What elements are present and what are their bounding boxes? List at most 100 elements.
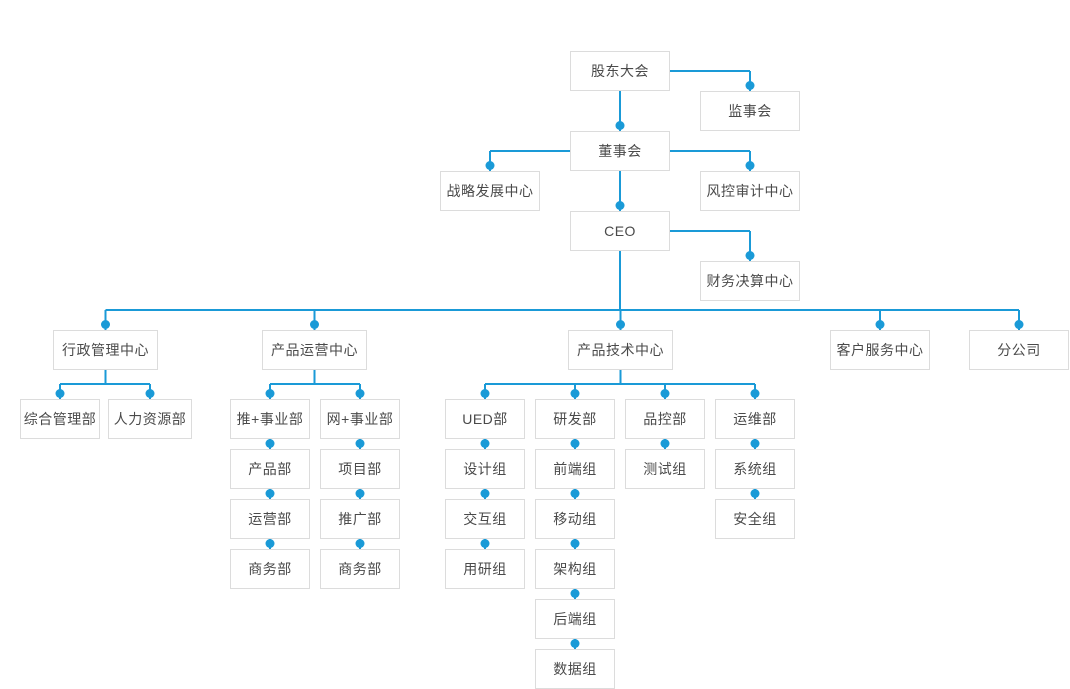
- connector-dot-product-ops: [310, 320, 319, 329]
- connector-dot-qa: [660, 389, 670, 398]
- org-node-label: 客户服务中心: [836, 342, 924, 358]
- connector-dot-product-tech: [616, 320, 625, 329]
- connector-dot-product-dept: [265, 439, 275, 448]
- connector-dot-admin-center: [101, 320, 110, 329]
- org-node-label: 风控审计中心: [706, 183, 794, 199]
- org-node-security-group[interactable]: 安全组: [715, 499, 795, 539]
- org-node-label: 运营部: [248, 511, 292, 527]
- org-node-label: 监事会: [728, 103, 772, 119]
- connector-dot-biz-dept-2: [355, 539, 365, 548]
- org-node-system-group[interactable]: 系统组: [715, 449, 795, 489]
- org-node-supervisors[interactable]: 监事会: [700, 91, 800, 131]
- connector-dot-wang-bu: [355, 389, 365, 398]
- connector-dot-hr: [145, 389, 155, 398]
- connector-dot-data-group: [570, 639, 580, 648]
- connector-dot-tui-bu: [265, 389, 275, 398]
- org-node-label: 商务部: [338, 561, 382, 577]
- org-node-label: 前端组: [553, 461, 597, 477]
- org-node-customer-svc[interactable]: 客户服务中心: [830, 330, 930, 370]
- org-node-shareholders[interactable]: 股东大会: [570, 51, 670, 91]
- connector-dot-ops-dept: [265, 489, 275, 498]
- org-node-architecture[interactable]: 架构组: [535, 549, 615, 589]
- org-node-label: 交互组: [463, 511, 507, 527]
- org-node-backend[interactable]: 后端组: [535, 599, 615, 639]
- connector-dot-security-group: [750, 489, 760, 498]
- org-node-label: 董事会: [598, 143, 642, 159]
- org-node-label: 股东大会: [591, 63, 649, 79]
- connector-dot-ued: [480, 389, 490, 398]
- org-node-product-tech[interactable]: 产品技术中心: [568, 330, 673, 370]
- org-node-rd[interactable]: 研发部: [535, 399, 615, 439]
- org-node-frontend[interactable]: 前端组: [535, 449, 615, 489]
- org-node-qa[interactable]: 品控部: [625, 399, 705, 439]
- org-node-admin-center[interactable]: 行政管理中心: [53, 330, 158, 370]
- org-node-test-group[interactable]: 测试组: [625, 449, 705, 489]
- org-node-label: 人力资源部: [113, 411, 187, 427]
- org-node-label: 研发部: [553, 411, 597, 427]
- org-node-label: 后端组: [553, 611, 597, 627]
- org-node-mobile[interactable]: 移动组: [535, 499, 615, 539]
- org-node-label: 系统组: [733, 461, 777, 477]
- org-node-label: 安全组: [733, 511, 777, 527]
- org-node-label: CEO: [604, 223, 636, 239]
- org-node-risk-audit[interactable]: 风控审计中心: [700, 171, 800, 211]
- org-node-label: 财务决算中心: [706, 273, 794, 289]
- connector-dot-test-group: [660, 439, 670, 448]
- org-node-finance[interactable]: 财务决算中心: [700, 261, 800, 301]
- org-node-product-ops[interactable]: 产品运营中心: [262, 330, 367, 370]
- org-node-wang-bu[interactable]: 网+事业部: [320, 399, 400, 439]
- connector-dot-system-group: [750, 439, 760, 448]
- org-node-ceo[interactable]: CEO: [570, 211, 670, 251]
- org-node-board[interactable]: 董事会: [570, 131, 670, 171]
- org-node-promo-dept[interactable]: 推广部: [320, 499, 400, 539]
- org-node-label: 产品运营中心: [271, 342, 358, 358]
- org-node-label: 网+事业部: [326, 411, 394, 427]
- org-node-label: 运维部: [733, 411, 777, 427]
- org-node-label: 推+事业部: [236, 411, 304, 427]
- org-node-product-dept[interactable]: 产品部: [230, 449, 310, 489]
- org-node-label: 移动组: [553, 511, 597, 527]
- org-node-data-group[interactable]: 数据组: [535, 649, 615, 689]
- connector-dot-devops: [750, 389, 760, 398]
- org-node-research-group[interactable]: 用研组: [445, 549, 525, 589]
- connector-dot-board: [615, 121, 625, 130]
- org-node-label: 推广部: [338, 511, 382, 527]
- org-node-label: 综合管理部: [23, 411, 97, 427]
- org-node-branch[interactable]: 分公司: [969, 330, 1069, 370]
- connector-dot-ceo: [615, 201, 625, 210]
- org-node-project-dept[interactable]: 项目部: [320, 449, 400, 489]
- connector-dot-biz-dept-1: [265, 539, 275, 548]
- connector-dot-research-group: [480, 539, 490, 548]
- connector-dot-supervisors: [745, 81, 755, 90]
- connector-dot-project-dept: [355, 439, 365, 448]
- connector-dot-architecture: [570, 539, 580, 548]
- org-node-label: 设计组: [463, 461, 507, 477]
- connector-dot-design-group: [480, 439, 490, 448]
- connector-dot-backend: [570, 589, 580, 598]
- connector-dot-mobile: [570, 489, 580, 498]
- org-node-devops[interactable]: 运维部: [715, 399, 795, 439]
- org-node-label: 战略发展中心: [446, 183, 534, 199]
- org-node-ued[interactable]: UED部: [445, 399, 525, 439]
- org-node-biz-dept-1[interactable]: 商务部: [230, 549, 310, 589]
- org-node-strategy[interactable]: 战略发展中心: [440, 171, 540, 211]
- org-node-interact-group[interactable]: 交互组: [445, 499, 525, 539]
- org-node-label: 测试组: [643, 461, 687, 477]
- org-node-label: 架构组: [553, 561, 597, 577]
- connector-dot-finance: [745, 251, 755, 260]
- org-node-biz-dept-2[interactable]: 商务部: [320, 549, 400, 589]
- org-node-label: 分公司: [997, 342, 1041, 358]
- connector-dot-rd: [570, 389, 580, 398]
- org-node-label: 用研组: [463, 561, 507, 577]
- org-node-ops-dept[interactable]: 运营部: [230, 499, 310, 539]
- org-node-general-admin[interactable]: 综合管理部: [20, 399, 100, 439]
- org-node-label: 项目部: [338, 461, 382, 477]
- connector-dot-customer-svc: [875, 320, 885, 329]
- org-node-hr[interactable]: 人力资源部: [108, 399, 192, 439]
- org-node-label: 行政管理中心: [62, 342, 149, 358]
- org-node-label: 产品部: [248, 461, 292, 477]
- org-node-design-group[interactable]: 设计组: [445, 449, 525, 489]
- org-node-tui-bu[interactable]: 推+事业部: [230, 399, 310, 439]
- connector-dot-frontend: [570, 439, 580, 448]
